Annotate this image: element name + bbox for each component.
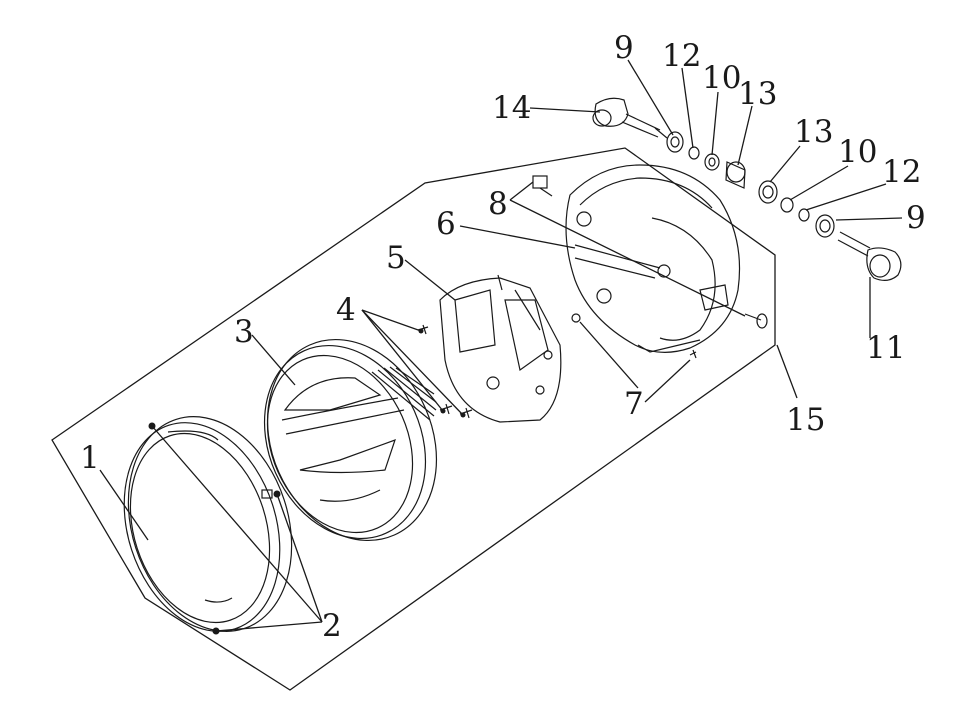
callout-4: 4	[336, 292, 356, 328]
callout-6: 6	[436, 206, 456, 242]
lamp-heatsink-fins	[371, 366, 437, 421]
part-4-screws	[417, 324, 473, 419]
leader-lines	[99, 59, 903, 632]
part-3-lamp-unit	[263, 338, 438, 542]
callout-9-right: 9	[906, 200, 926, 236]
callout-10-left: 10	[702, 60, 741, 96]
part-11-mounting-stud-right	[837, 231, 902, 281]
part-12-washer-left	[688, 146, 700, 160]
callout-12-left: 12	[662, 38, 701, 74]
callout-2: 2	[322, 608, 342, 644]
part-8-bolts	[532, 175, 768, 329]
part-12-washer-right	[798, 208, 810, 222]
callout-9-left: 9	[614, 30, 634, 66]
callout-13-right: 13	[794, 114, 833, 150]
part-9-nut-left	[666, 131, 684, 153]
callout-13-left: 13	[738, 76, 777, 112]
part-10-bushing-left	[704, 153, 720, 171]
assembly-outline	[51, 147, 776, 691]
callout-1: 1	[80, 440, 100, 476]
part-13-spacer-left	[725, 161, 746, 189]
part-5-bracket	[439, 274, 562, 423]
callout-15: 15	[786, 402, 825, 438]
part-13-spacer-right	[758, 180, 778, 204]
callout-10-right: 10	[838, 134, 877, 170]
callout-7: 7	[624, 386, 644, 422]
callout-12-right: 12	[882, 154, 921, 190]
callout-14: 14	[492, 90, 531, 126]
part-7-screws	[571, 313, 697, 359]
part-6-rear-housing	[565, 164, 741, 353]
part-14-mounting-stud-left	[592, 97, 668, 139]
callout-11: 11	[866, 330, 905, 366]
callout-3: 3	[234, 314, 254, 350]
part-9-nut-right	[815, 214, 835, 238]
callout-8: 8	[488, 186, 508, 222]
part-10-bushing-right	[780, 197, 794, 213]
callout-5: 5	[386, 240, 406, 276]
callout-labels: 1 2 3 4 5 6 7 8 9 12 10 13 14 13 10 12 9…	[80, 30, 926, 644]
part-1-bezel-ring	[123, 416, 293, 632]
